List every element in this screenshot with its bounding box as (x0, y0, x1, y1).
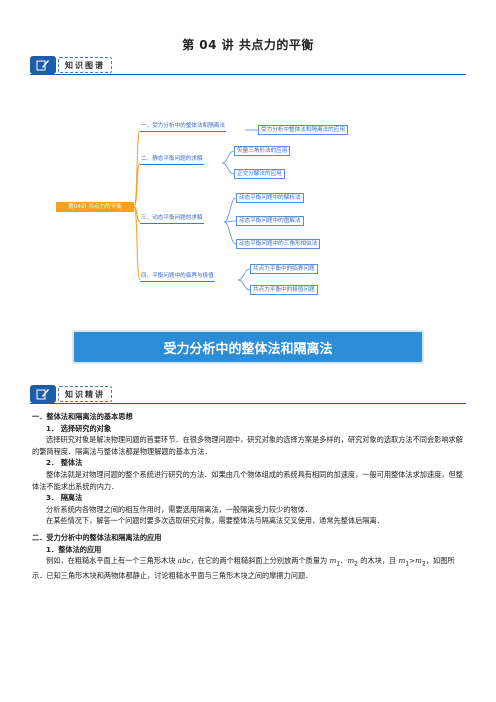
mindmap-leaf: 受力分析中整体法和隔离法的应用 (258, 125, 348, 135)
mindmap-leaf: 共点力平衡中的极值问题 (250, 285, 318, 295)
paragraph: 选择研究对象是解决物理问题的首要环节．在很多物理问题中，研究对象的选择方案是多样… (32, 435, 463, 456)
subheading: 1．整体法的应用 (46, 544, 102, 554)
mindmap-leaf: 动态平衡问题中的三角形相似法 (236, 239, 321, 249)
mindmap-branch-3: 三、动态平衡问题的求解 (140, 214, 204, 224)
pencil-icon (30, 385, 56, 403)
mindmap-leaf: 正交分解法的应用 (234, 169, 285, 179)
heading: 一．整体法和隔离法的基本思想 (32, 412, 133, 421)
lecture-content: 一．整体法和隔离法的基本思想 1． 选择研究的对象 选择研究对象是解决物理问题的… (32, 411, 464, 582)
mindmap-leaf: 动态平衡问题中的解析法 (236, 193, 304, 203)
section-header-lecture: 知识精讲 (30, 385, 112, 403)
paragraph: 分析系统内各物理之间的相互作用时，需要选用隔离法，一般隔离受力较少的物体． (46, 504, 312, 514)
paragraph: 整体法就是对物理问题的整个系统进行研究的方法．如果由几个物体组成的系统具有相同的… (32, 469, 463, 491)
subheading: 3． 隔离法 (46, 493, 83, 503)
divider (30, 403, 466, 404)
pencil-icon (30, 56, 56, 74)
paragraph: 例如，在粗糙水平面上有一个三角形木块 abc，在它的两个粗糙斜面上分别放两个质量… (32, 556, 455, 581)
mindmap-root: 第04讲 共点力的平衡 (56, 202, 134, 212)
topic-banner: 受力分析中的整体法和隔离法 (72, 330, 424, 364)
mindmap-leaf: 共点力平衡中的临界问题 (250, 264, 318, 274)
section-label-map: 知识图谱 (58, 57, 112, 73)
section-label-lecture: 知识精讲 (58, 386, 112, 402)
mindmap-leaf: 矢量三角形法的应用 (234, 146, 291, 156)
section-header-map: 知识图谱 (30, 56, 112, 74)
mindmap-branch-2: 二、静态平衡问题的求解 (140, 155, 204, 165)
mindmap-connectors (133, 129, 258, 291)
heading: 二．受力分析中的整体法和隔离法的应用 (32, 532, 162, 542)
divider (30, 74, 466, 75)
subheading: 1． 选择研究的对象 (46, 423, 112, 433)
mindmap-leaf: 动态平衡问题中的图解法 (236, 216, 304, 226)
mindmap-branch-1: 一、受力分析中的整体法和隔离法 (140, 122, 226, 132)
page-title: 第 04 讲 共点力的平衡 (182, 38, 314, 52)
mindmap-branch-4: 四、平衡问题中的临界与极值 (140, 272, 215, 282)
subheading: 2． 整体法 (46, 458, 83, 468)
paragraph: 在某些情况下，解答一个问题时要多次选取研究对象，需要整体法与隔离法交叉使用，通常… (46, 516, 384, 526)
